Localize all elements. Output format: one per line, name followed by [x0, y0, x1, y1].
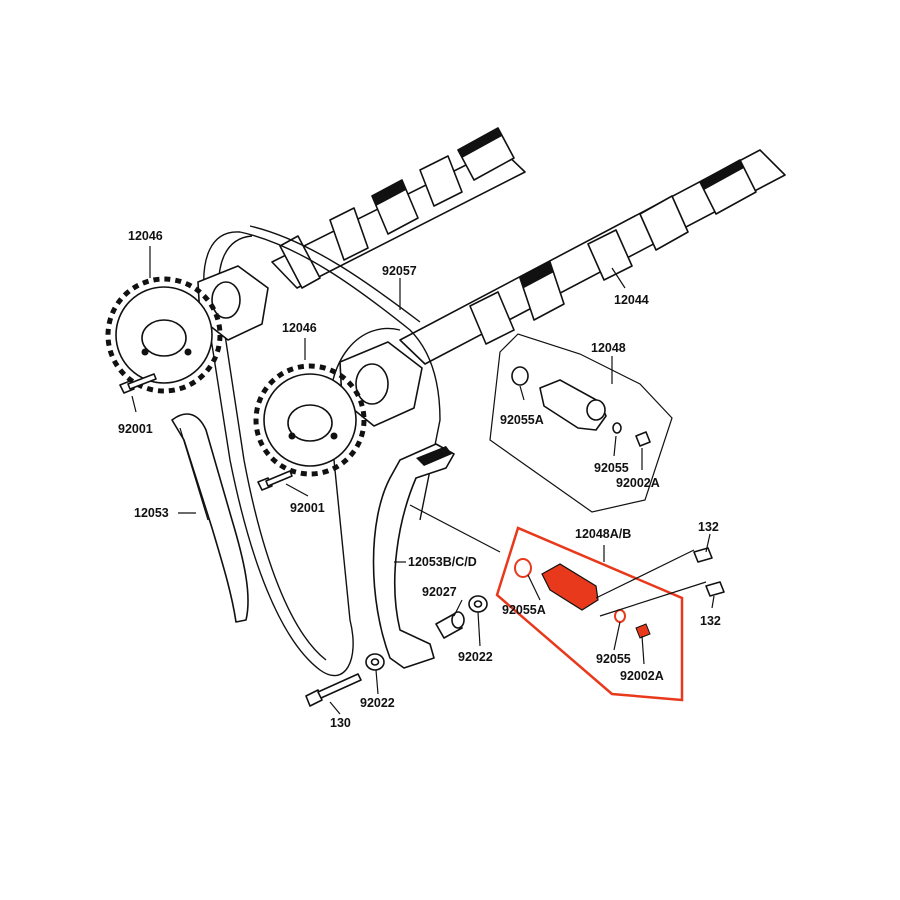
label-92022-right: 92022: [458, 650, 493, 664]
label-92001-left: 92001: [118, 422, 153, 436]
label-92027: 92027: [422, 585, 457, 599]
label-12053: 12053: [134, 506, 169, 520]
bolt-92001-right: [257, 470, 293, 491]
washer-92022-left: [365, 653, 385, 671]
label-12044: 12044: [614, 293, 649, 307]
label-92055A-top: 92055A: [500, 413, 544, 427]
label-92055-top: 92055: [594, 461, 629, 475]
label-92001-right: 92001: [290, 501, 325, 515]
label-12048ab: 12048A/B: [575, 527, 631, 541]
part-labels: 12044 12046 12046 92057 12048 92055A 920…: [118, 229, 721, 730]
label-132-top: 132: [698, 520, 719, 534]
label-92055-bottom: 92055: [596, 652, 631, 666]
label-92002A-top: 92002A: [616, 476, 660, 490]
highlight-outline: [495, 526, 684, 702]
sprocket-right: [253, 363, 367, 477]
label-92057: 92057: [382, 264, 417, 278]
bolt-130: [305, 673, 362, 707]
label-132-bottom: 132: [700, 614, 721, 628]
cam-end-upper: [197, 265, 269, 341]
leader-lines: [131, 246, 715, 715]
o-ring-92055: [614, 609, 626, 623]
tensioner-12048ab-highlight: [495, 526, 684, 702]
label-130: 130: [330, 716, 351, 730]
o-ring-92055A: [514, 558, 532, 578]
tensioner-12048-inset: [489, 333, 673, 513]
label-12053bcd: 12053B/C/D: [408, 555, 477, 569]
label-12046-left: 12046: [128, 229, 163, 243]
bolt-92001-left: [119, 373, 157, 394]
chain-guide-12053: [171, 413, 249, 623]
label-92002A-bottom: 92002A: [620, 669, 664, 683]
bolt-132-bottom: [705, 581, 725, 597]
label-12046-right: 12046: [282, 321, 317, 335]
washer-92022-right: [468, 595, 488, 613]
label-12048: 12048: [591, 341, 626, 355]
tensioner-arm-12053bcd: [372, 443, 455, 669]
label-92055A-bottom: 92055A: [502, 603, 546, 617]
plug-92002A: [635, 623, 651, 639]
label-92022-left: 92022: [360, 696, 395, 710]
camshaft-upper: [271, 127, 526, 289]
collar-92027: [435, 611, 465, 639]
sprocket-left: [105, 276, 223, 394]
tensioner-body: [541, 563, 599, 611]
bolt-132-top: [693, 547, 713, 563]
camshaft-lower: [399, 149, 786, 365]
